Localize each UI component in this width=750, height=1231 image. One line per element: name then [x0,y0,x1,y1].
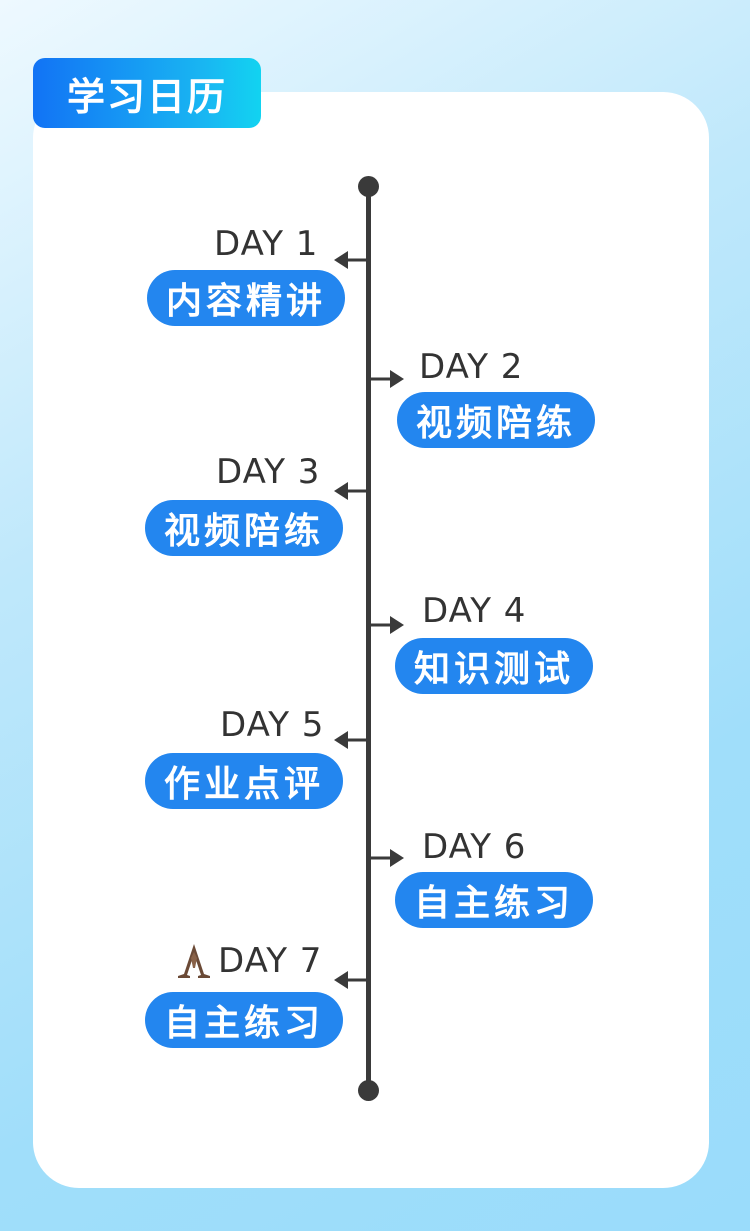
day-7-activity-pill: 自主练习 [145,992,343,1048]
day-1-label: DAY 1 [214,224,319,264]
day-5-activity-pill: 作业点评 [145,753,343,809]
day-4-label: DAY 4 [422,591,527,631]
day-2-activity: 视频陪练 [415,402,576,444]
timeline-axis [366,186,371,1092]
day-4-activity-pill: 知识测试 [395,638,593,694]
gate-icon [178,944,210,978]
left-arrow-icon [334,731,368,749]
title-tag: 学习日历 [33,58,261,128]
right-arrow-icon [370,849,404,867]
day-5-label: DAY 5 [220,705,325,745]
day-6-activity: 自主练习 [413,882,574,924]
day-1-activity: 内容精讲 [165,280,326,322]
day-6-activity-pill: 自主练习 [395,872,593,928]
day-5-activity: 作业点评 [163,763,324,805]
page-title: 学习日历 [66,74,227,119]
calendar-card [33,92,709,1188]
day-3-label: DAY 3 [216,452,321,492]
left-arrow-icon [334,482,368,500]
right-arrow-icon [370,370,404,388]
day-6-label: DAY 6 [422,827,527,867]
day-7-activity: 自主练习 [163,1002,324,1044]
day-3-activity-pill: 视频陪练 [145,500,343,556]
day-4-activity: 知识测试 [413,648,574,690]
right-arrow-icon [370,616,404,634]
day-1-activity-pill: 内容精讲 [147,270,345,326]
day-7-label: DAY 7 [218,941,323,981]
day-2-activity-pill: 视频陪练 [397,392,595,448]
left-arrow-icon [334,971,368,989]
day-3-activity: 视频陪练 [163,510,324,552]
left-arrow-icon [334,251,368,269]
timeline-start-dot [358,176,379,197]
timeline-end-dot [358,1080,379,1101]
day-2-label: DAY 2 [419,347,524,387]
